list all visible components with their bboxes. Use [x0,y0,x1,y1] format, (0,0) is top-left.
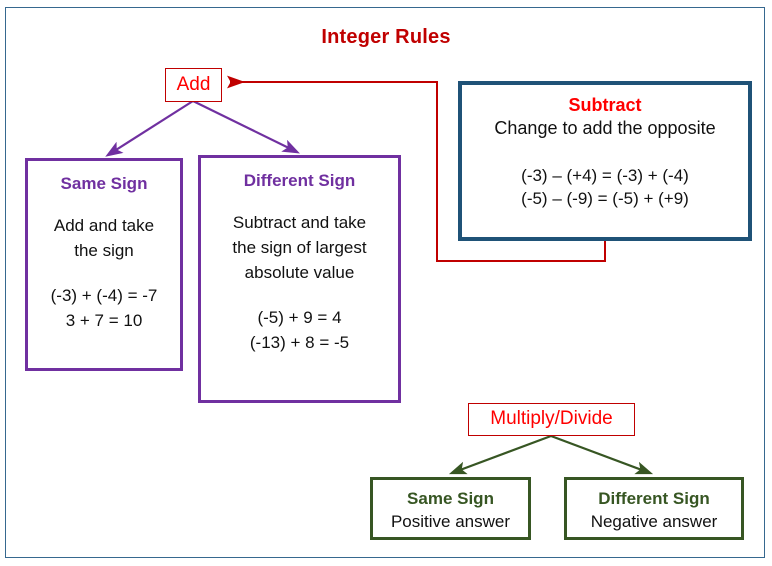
equation-line: (-3) + (-4) = -7 [50,286,158,305]
node-add-same-sign[interactable]: Same Sign Add and take the sign (-3) + (… [25,158,183,371]
body-line: Subtract and take [232,213,367,232]
body-line: the sign of largest [232,238,367,257]
node-multiply-divide[interactable]: Multiply/Divide [468,403,635,436]
node-muldiv-same-sign-heading: Same Sign [407,489,494,508]
node-add-same-sign-equations: (-3) + (-4) = -7 3 + 7 = 10 [28,283,180,333]
node-muldiv-same-sign[interactable]: Same Sign Positive answer [370,477,531,540]
node-muldiv-different-sign-body: Negative answer [590,512,718,531]
node-subtract-body: Change to add the opposite [494,118,716,138]
node-muldiv-different-sign-heading: Different Sign [598,489,710,508]
node-muldiv-same-sign-body: Positive answer [390,512,511,531]
equation-line: (-3) – (+4) = (-3) + (-4) [521,166,689,185]
node-subtract[interactable]: Subtract Change to add the opposite (-3)… [458,81,752,241]
equation-line: (-13) + 8 = -5 [249,333,350,352]
page-title: Integer Rules [321,26,451,48]
node-add-different-sign[interactable]: Different Sign Subtract and take the sig… [198,155,401,403]
node-subtract-heading: Subtract [568,95,642,115]
diagram-border [5,7,765,558]
node-multiply-divide-label: Multiply/Divide [490,408,613,429]
body-line: absolute value [244,263,355,282]
equation-line: (-5) + 9 = 4 [257,308,342,327]
node-add-label: Add [176,74,211,95]
node-add-same-sign-heading: Same Sign [60,174,148,193]
node-subtract-equations: (-3) – (+4) = (-3) + (-4) (-5) – (-9) = … [462,164,748,210]
node-muldiv-different-sign[interactable]: Different Sign Negative answer [564,477,744,540]
equation-line: (-5) – (-9) = (-5) + (+9) [521,189,689,208]
node-add-different-sign-body: Subtract and take the sign of largest ab… [201,210,398,285]
body-line: Add and take [53,216,155,235]
equation-line: 3 + 7 = 10 [65,311,143,330]
node-add-different-sign-heading: Different Sign [243,171,356,190]
body-line: the sign [74,241,134,260]
node-add-different-sign-equations: (-5) + 9 = 4 (-13) + 8 = -5 [201,305,398,355]
node-add-same-sign-body: Add and take the sign [28,213,180,263]
node-add[interactable]: Add [165,68,222,102]
